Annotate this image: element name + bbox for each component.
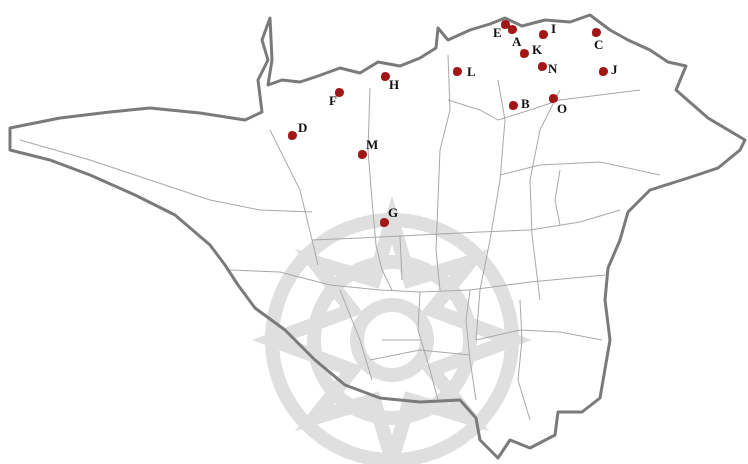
location-marker-i [539,30,548,39]
location-label-b: B [521,96,530,111]
location-label-g: G [388,205,398,220]
location-marker-g [380,218,389,227]
city-boundary [8,13,747,460]
location-marker-m [358,150,367,159]
location-label-d: D [298,120,307,135]
location-label-f: F [329,93,337,108]
location-label-n: N [548,61,558,76]
location-marker-k [520,49,529,58]
location-label-a: A [512,34,522,49]
location-label-e: E [493,25,502,40]
location-marker-l [453,67,462,76]
district-lines [19,54,661,421]
location-marker-o [549,94,558,103]
location-marker-c [592,28,601,37]
location-marker-b [509,101,518,110]
location-marker-d [288,131,297,140]
location-label-o: O [557,101,567,116]
location-label-m: M [366,137,378,152]
location-marker-n [538,62,547,71]
location-label-i: I [551,21,556,36]
location-marker-f [335,88,344,97]
watermark-ornament [252,195,532,464]
location-marker-a [508,25,517,34]
location-marker-e [501,20,510,29]
location-label-l: L [467,64,476,79]
location-label-j: J [611,62,618,77]
location-marker-j [599,67,608,76]
location-marker-h [381,72,390,81]
location-label-k: K [532,42,543,57]
location-label-c: C [594,37,603,52]
location-label-h: H [389,77,399,92]
location-markers: EA I C K L N J F H B O D M G [288,20,618,227]
